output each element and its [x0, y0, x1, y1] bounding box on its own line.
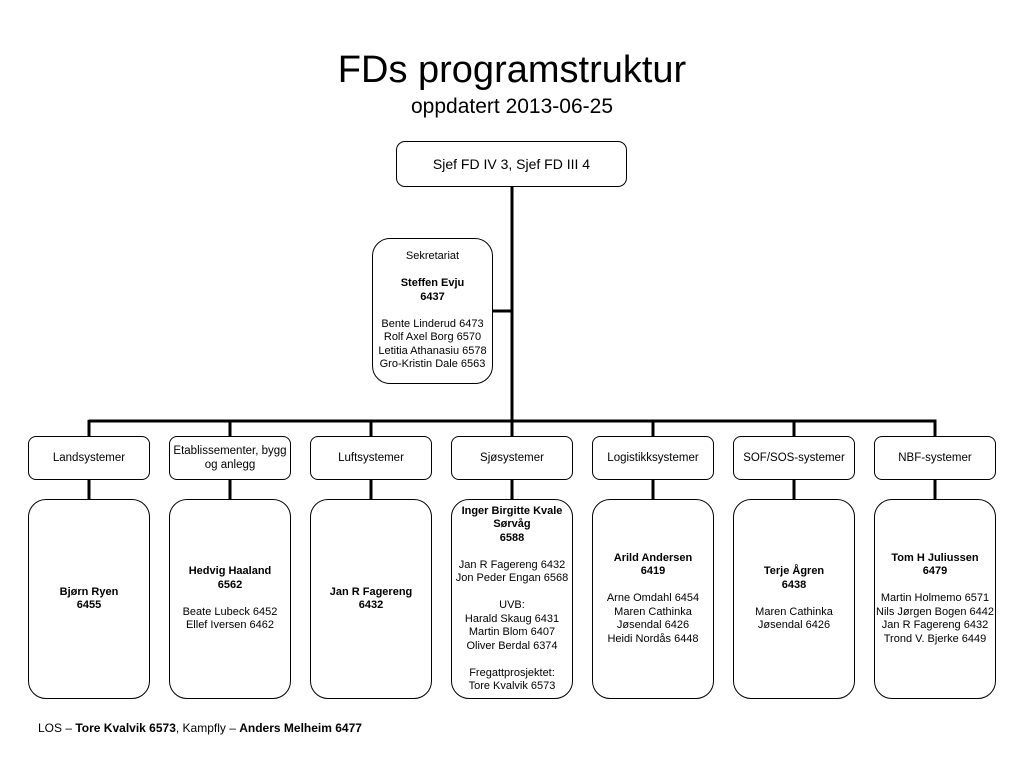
top-leadership-label: Sjef FD IV 3, Sjef FD III 4 — [432, 156, 591, 172]
page-subtitle: oppdatert 2013-06-25 — [411, 95, 613, 118]
staff-line: Fregattprosjektet: — [469, 666, 555, 679]
footer-prefix: LOS – — [38, 721, 76, 735]
department-header: Landsystemer — [28, 436, 150, 480]
department-lead-name: Hedvig Haaland — [188, 565, 272, 578]
page-title: FDs programstruktur — [337, 49, 687, 91]
footer-note: LOS – Tore Kvalvik 6573, Kampfly – Ander… — [38, 721, 362, 735]
sekretariat-box: Sekretariat Steffen Evju 6437 Bente Lind… — [372, 238, 493, 384]
footer-middle: , Kampfly – — [175, 721, 240, 735]
staff-line: Arne Omdahl 6454 — [606, 592, 700, 605]
department-lead-phone: 6432 — [358, 599, 384, 611]
staff-line: Jøsendal 6426 — [616, 619, 690, 632]
staff-line: Harald Skaug 6431 — [464, 612, 560, 625]
department-lead-name: Tom H Juliussen — [891, 551, 979, 564]
sekretariat-lead-phone: 6437 — [420, 290, 445, 303]
department-lead-phone: 6438 — [781, 578, 807, 591]
sekretariat-lead-name: Steffen Evju — [400, 277, 465, 290]
staff-line: Martin Blom 6407 — [468, 626, 556, 638]
staff-line: Jan R Fagereng 6432 — [458, 558, 566, 571]
department-lead-name: Bjørn Ryen — [59, 585, 119, 598]
department-lead-name: Inger Birgitte Kvale Sørvåg — [461, 504, 563, 531]
staff-line: Heidi Nordås 6448 — [607, 632, 699, 645]
kampfly-contact: Anders Melheim 6477 — [239, 721, 362, 735]
los-contact: Tore Kvalvik 6573 — [75, 721, 176, 735]
department-lead-phone: 6455 — [76, 599, 102, 611]
department-header: SOF/SOS-systemer — [733, 436, 855, 480]
staff-line: Trond V. Bjerke 6449 — [883, 632, 987, 645]
department-lead-phone: 6479 — [922, 565, 948, 578]
staff-line: Ellef Iversen 6462 — [185, 619, 275, 632]
top-leadership-box: Sjef FD IV 3, Sjef FD III 4 — [396, 141, 627, 187]
department-name: Luftsystemer — [338, 452, 404, 464]
department-name: Logistikksystemer — [607, 452, 699, 464]
sekretariat-member: Letitia Athanasiu 6578 — [378, 344, 487, 357]
department-header: Etablissementer, bygg og anlegg — [169, 436, 291, 480]
staff-line: Jon Peder Engan 6568 — [455, 572, 569, 584]
sekretariat-heading: Sekretariat — [405, 250, 460, 263]
department-header: Luftsystemer — [310, 436, 432, 480]
department-lead-name: Terje Ågren — [763, 565, 825, 578]
department-name: Sjøsystemer — [480, 452, 544, 464]
staff-line: UVB: — [499, 599, 525, 611]
department-name: Landsystemer — [52, 452, 126, 464]
department-lead-phone: 6588 — [499, 531, 525, 544]
department-name: NBF-systemer — [898, 452, 972, 464]
department-header: Sjøsystemer — [451, 436, 573, 480]
staff-line: Nils Jørgen Bogen 6442 — [876, 605, 995, 618]
staff-line: Oliver Berdal 6374 — [466, 639, 558, 652]
department-lead-name: Jan R Fagereng — [329, 585, 413, 598]
staff-line: Jøsendal 6426 — [757, 619, 831, 632]
department-lead-phone: 6419 — [640, 565, 666, 578]
department-lead-phone: 6562 — [217, 578, 243, 591]
department-header: NBF-systemer — [874, 436, 996, 480]
staff-line: Martin Holmemo 6571 — [880, 592, 990, 605]
department-name: SOF/SOS-systemer — [743, 452, 845, 464]
department-name: Etablissementer, bygg og anlegg — [173, 445, 287, 471]
sekretariat-member: Rolf Axel Borg 6570 — [383, 331, 482, 344]
sekretariat-member: Gro-Kristin Dale 6563 — [379, 358, 486, 371]
staff-line: Maren Cathinka — [755, 605, 833, 618]
department-header: Logistikksystemer — [592, 436, 714, 480]
staff-line: Tore Kvalvik 6573 — [468, 680, 556, 692]
staff-line: Maren Cathinka — [614, 605, 692, 618]
staff-line: Jan R Fagereng 6432 — [881, 619, 989, 632]
department-lead-name: Arild Andersen — [613, 551, 693, 564]
sekretariat-member: Bente Linderud 6473 — [381, 317, 484, 330]
staff-line: Beate Lubeck 6452 — [182, 605, 278, 618]
